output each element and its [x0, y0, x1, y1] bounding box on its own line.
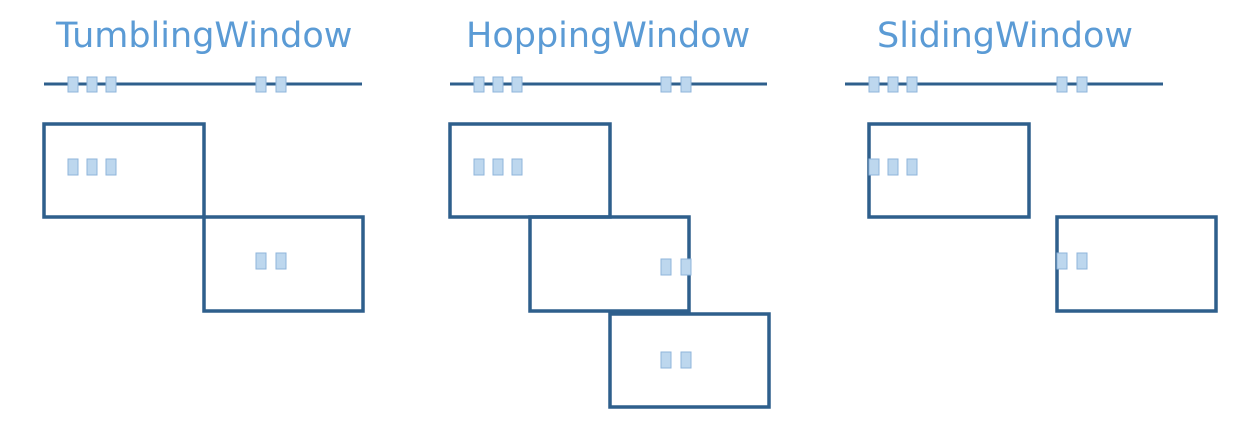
window-event — [275, 252, 287, 270]
window-event — [511, 158, 523, 176]
window-event — [473, 158, 485, 176]
timeline-event — [660, 76, 672, 93]
timeline-event — [680, 76, 692, 93]
window-event — [680, 351, 692, 369]
timeline-event — [511, 76, 523, 93]
window-event — [1056, 252, 1068, 270]
timeline-event — [492, 76, 504, 93]
tumbling-window-panel: TumblingWindow — [42, 16, 365, 313]
window-event — [255, 252, 267, 270]
timeline-event — [67, 76, 79, 93]
sliding-window-panel: SlidingWindow — [845, 16, 1218, 313]
timeline-event — [255, 76, 267, 93]
tumbling-window-2 — [202, 215, 365, 313]
window-event — [105, 158, 117, 176]
hopping-window-3 — [608, 312, 771, 409]
timeline-event — [1056, 76, 1068, 93]
tumbling-window-1 — [42, 122, 206, 219]
window-event — [492, 158, 504, 176]
timeline-event — [105, 76, 117, 93]
window-event — [1076, 252, 1088, 270]
timeline-event — [868, 76, 880, 93]
timeline-event — [86, 76, 98, 93]
timeline-event — [473, 76, 485, 93]
timeline-event — [1076, 76, 1088, 93]
timeline-event — [275, 76, 287, 93]
window-event — [67, 158, 79, 176]
window-event — [660, 351, 672, 369]
timeline-event — [906, 76, 918, 93]
window-event — [660, 258, 672, 276]
window-event — [887, 158, 899, 176]
hopping-window-title: HoppingWindow — [466, 16, 750, 56]
window-event — [906, 158, 918, 176]
window-event — [868, 158, 880, 176]
hopping-window-panel: HoppingWindow — [448, 16, 771, 409]
timeline-event — [887, 76, 899, 93]
window-event — [86, 158, 98, 176]
tumbling-window-title: TumblingWindow — [55, 16, 352, 56]
sliding-window-title: SlidingWindow — [877, 16, 1133, 56]
window-event — [680, 258, 692, 276]
